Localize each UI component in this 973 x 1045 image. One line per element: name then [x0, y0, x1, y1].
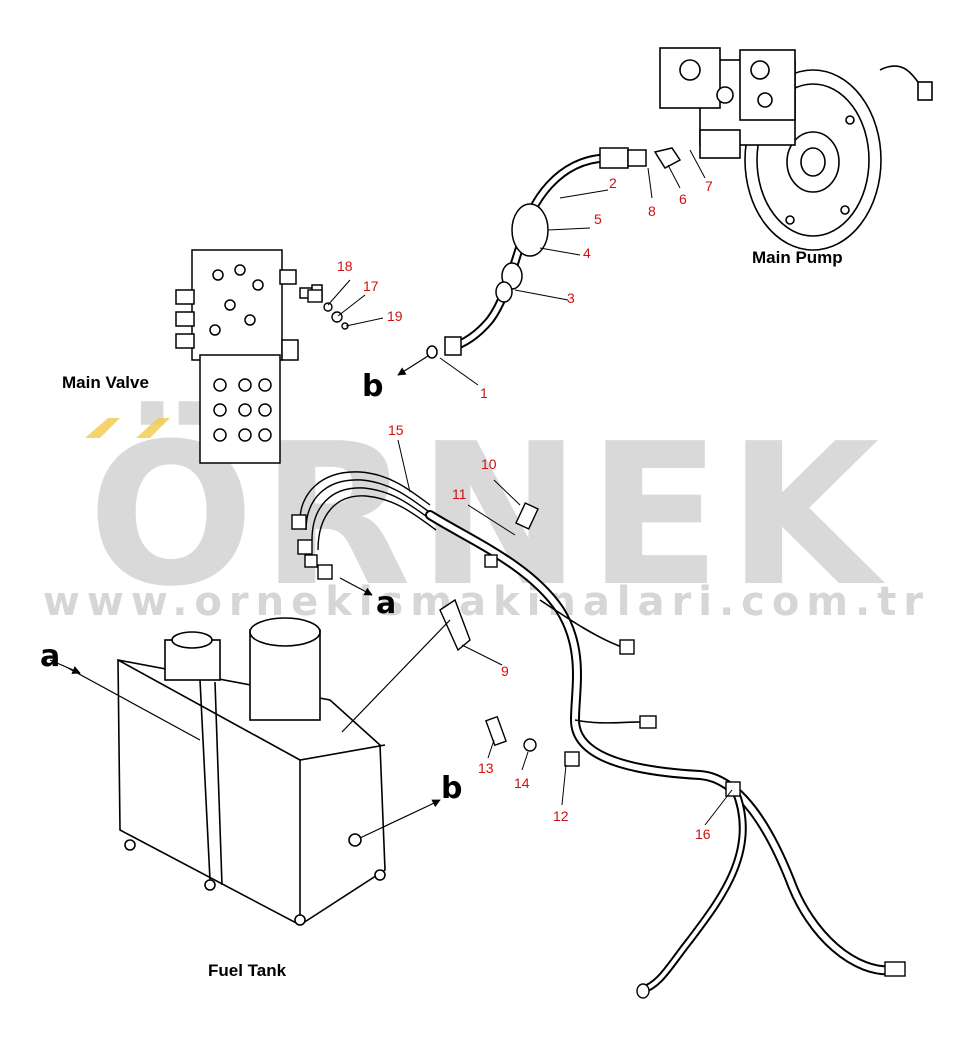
reference-b-upper: b	[362, 369, 384, 404]
part-number-8: 8	[648, 203, 656, 219]
part-number-19: 19	[387, 308, 403, 324]
part-number-7: 7	[705, 178, 713, 194]
part-number-14: 14	[514, 775, 530, 791]
part-number-5: 5	[594, 211, 602, 227]
part-number-10: 10	[481, 456, 497, 472]
part-number-17: 17	[363, 278, 379, 294]
part-number-13: 13	[478, 760, 494, 776]
fuel-tank-label: Fuel Tank	[208, 961, 287, 980]
part-number-3: 3	[567, 290, 575, 306]
reference-a-upper: a	[376, 586, 397, 621]
part-number-4: 4	[583, 245, 591, 261]
reference-b-right: b	[441, 771, 463, 806]
part-number-18: 18	[337, 258, 353, 274]
part-number-16: 16	[695, 826, 711, 842]
part-number-2: 2	[609, 175, 617, 191]
reference-a-left: a	[40, 639, 61, 674]
part-number-15: 15	[388, 422, 404, 438]
main-valve-drawing	[175, 249, 323, 464]
main-valve-label: Main Valve	[62, 373, 149, 392]
part-number-9: 9	[501, 663, 509, 679]
clamp-and-bolts	[439, 502, 539, 752]
part-number-11: 11	[452, 486, 467, 502]
main-fuel-hose-16	[425, 510, 906, 999]
upper-fuel-hose	[426, 147, 682, 359]
hose-bundle-15	[291, 471, 437, 580]
fittings-17-18-19	[307, 289, 349, 330]
part-number-1: 1	[480, 385, 488, 401]
main-pump-drawing	[659, 47, 933, 251]
fuel-tank-drawing	[117, 617, 386, 926]
watermark-accent	[85, 418, 170, 438]
main-pump-label: Main Pump	[752, 248, 843, 267]
part-number-6: 6	[679, 191, 687, 207]
callout-leaders	[327, 149, 733, 826]
part-number-12: 12	[553, 808, 569, 824]
